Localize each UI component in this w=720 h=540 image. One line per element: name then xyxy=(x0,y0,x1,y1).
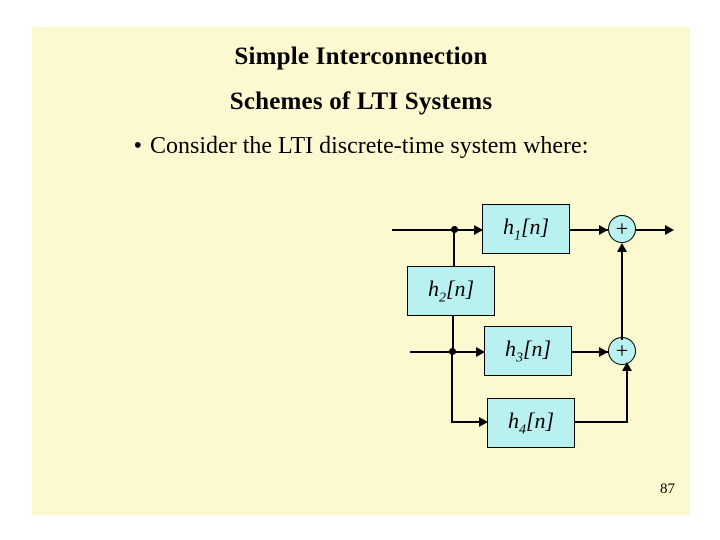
arrow-up-into-adder-bottom xyxy=(622,362,632,371)
wire-adder-bottom-to-adder-top xyxy=(621,248,623,340)
wire-node1-to-h1 xyxy=(454,229,482,231)
page-title-line-2: Schemes of LTI Systems xyxy=(229,88,493,115)
adder-top: + xyxy=(608,215,636,243)
block-h3: h3[n] xyxy=(484,326,572,376)
page-number: 87 xyxy=(660,481,675,497)
bullet-marker: • xyxy=(133,133,143,159)
block-h3-label: h3[n] xyxy=(504,335,552,366)
arrow-output xyxy=(665,225,674,235)
adder-bottom: + xyxy=(608,337,636,365)
wire-adder-top-to-output xyxy=(636,229,670,231)
arrow-into-adder-bottom xyxy=(599,347,608,357)
wire-h4-up-to-adder-bottom xyxy=(626,370,628,423)
adder-bottom-symbol: + xyxy=(615,338,629,363)
page-title-line-1: Simple Interconnection xyxy=(234,43,488,70)
bullet-item: • Consider the LTI discrete-time system w… xyxy=(32,133,690,160)
wire-node2-to-h3 xyxy=(452,351,484,353)
wire-node2-down-to-h4 xyxy=(451,351,453,423)
block-h4-label: h4[n] xyxy=(507,407,555,438)
block-h2: h2[n] xyxy=(407,266,495,316)
wire-to-node2 xyxy=(410,351,454,353)
arrow-up-into-adder-top xyxy=(617,243,627,252)
arrow-into-h1 xyxy=(474,225,483,235)
wire-into-h4 xyxy=(451,421,488,423)
adder-top-symbol: + xyxy=(615,216,629,241)
slide-background xyxy=(32,27,690,515)
block-h1-label: h1[n] xyxy=(502,213,550,244)
wire-h3-to-adder-bottom xyxy=(572,351,608,353)
arrow-into-h3 xyxy=(476,347,485,357)
block-h2-label: h2[n] xyxy=(427,275,475,306)
wire-node1-down-to-h2 xyxy=(453,229,455,291)
wire-h2-down xyxy=(452,316,454,353)
wire-h1-to-adder-top xyxy=(570,229,608,231)
block-h1: h1[n] xyxy=(482,204,570,254)
block-diagram: h1[n] + h2[n] h3[n] + xyxy=(380,190,680,460)
wire-h4-right xyxy=(575,421,628,423)
block-h4: h4[n] xyxy=(487,398,575,448)
bullet-label: Consider the LTI discrete-time system wh… xyxy=(150,133,589,159)
arrow-into-adder-top xyxy=(599,225,608,235)
wire-input-to-node1 xyxy=(392,229,454,231)
arrow-into-h4 xyxy=(479,417,488,427)
